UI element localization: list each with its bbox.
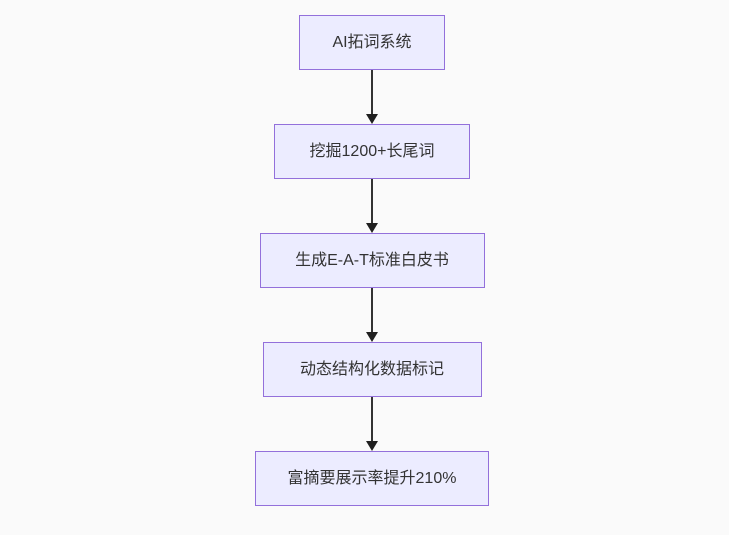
flow-node-longtail-mining: 挖掘1200+长尾词 (274, 124, 470, 179)
arrowhead-down-icon (366, 114, 378, 124)
arrow-line (371, 179, 373, 225)
flow-node-label: AI拓词系统 (332, 33, 412, 51)
flow-node-label: 挖掘1200+长尾词 (309, 142, 435, 160)
arrow-line (371, 288, 373, 334)
flow-node-label: 动态结构化数据标记 (299, 360, 444, 378)
arrowhead-down-icon (366, 223, 378, 233)
flow-node-rich-snippet-uplift: 富摘要展示率提升210% (255, 451, 489, 506)
flow-node-label: 富摘要展示率提升210% (287, 469, 457, 487)
arrowhead-down-icon (366, 332, 378, 342)
arrow-line (371, 397, 373, 443)
flow-arrow-c-to-d (365, 288, 379, 342)
flowchart-canvas: AI拓词系统 挖掘1200+长尾词 生成E-A-T标准白皮书 动态结构化数据标记… (255, 15, 489, 506)
arrow-line (371, 70, 373, 116)
flow-node-eat-whitepaper: 生成E-A-T标准白皮书 (259, 233, 485, 288)
flow-arrow-d-to-e (365, 397, 379, 451)
flow-node-structured-data-markup: 动态结构化数据标记 (262, 342, 482, 397)
flow-node-label: 生成E-A-T标准白皮书 (295, 251, 449, 269)
flow-node-ai-keyword-system: AI拓词系统 (299, 15, 445, 70)
arrowhead-down-icon (366, 441, 378, 451)
flow-arrow-a-to-b (365, 70, 379, 124)
flow-arrow-b-to-c (365, 179, 379, 233)
